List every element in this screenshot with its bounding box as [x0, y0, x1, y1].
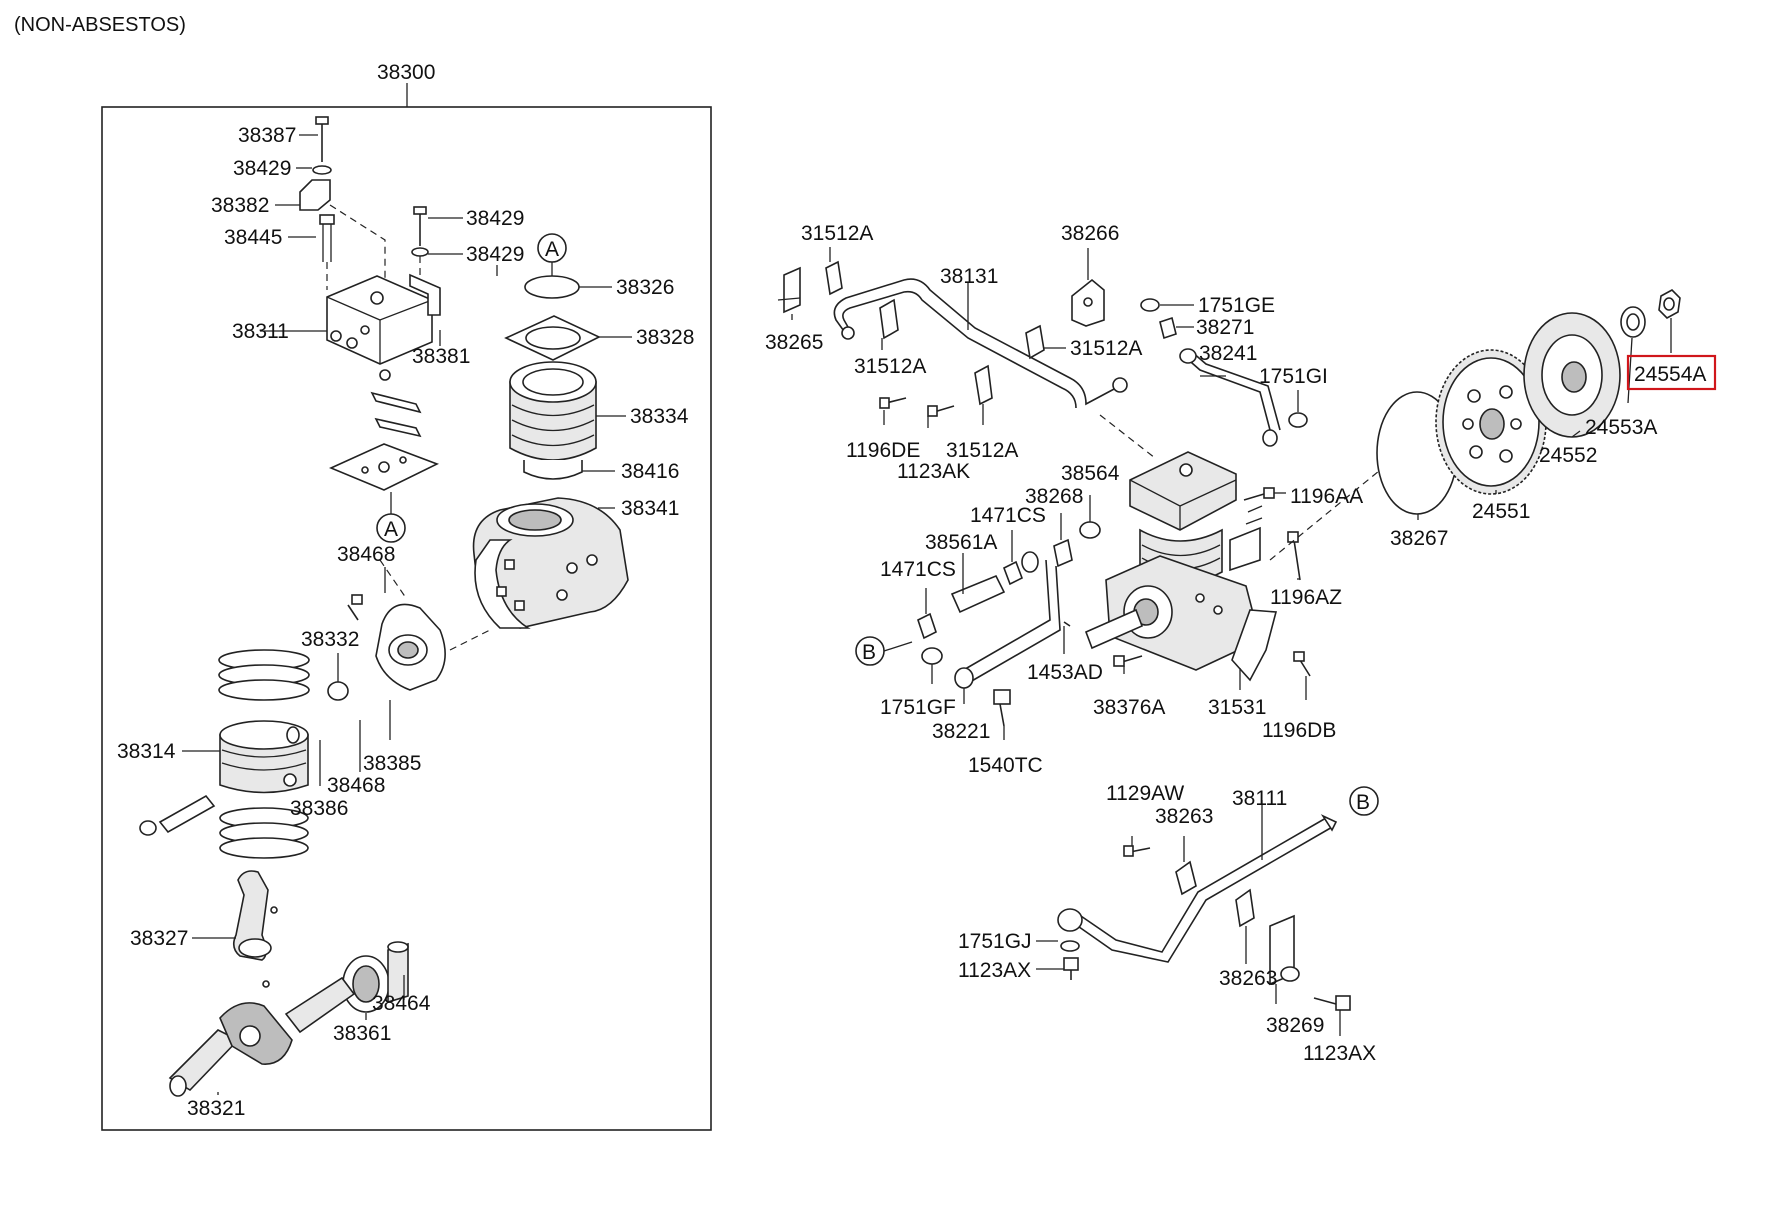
part-label[interactable]: 38241 — [1199, 342, 1257, 365]
ref-marker-a-top: A — [545, 238, 559, 261]
part-label[interactable]: 1123AX — [958, 959, 1031, 982]
ref-marker-a-bottom: A — [384, 518, 398, 541]
part-label[interactable]: 38266 — [1061, 222, 1119, 245]
part-label[interactable]: 38361 — [333, 1022, 391, 1045]
part-label[interactable]: 38445 — [224, 226, 282, 249]
drive-gear-parts — [1376, 289, 1681, 515]
part-label[interactable]: 38416 — [621, 460, 679, 483]
part-label[interactable]: 38263 — [1155, 805, 1213, 828]
part-label[interactable]: 1751GJ — [958, 930, 1032, 953]
part-label[interactable]: 24552 — [1539, 444, 1597, 467]
part-label[interactable]: 38267 — [1390, 527, 1448, 550]
part-label[interactable]: 1751GF — [880, 696, 956, 719]
part-label[interactable]: 38429 — [233, 157, 291, 180]
part-label[interactable]: 31531 — [1208, 696, 1266, 719]
ref-marker-b-left: B — [862, 641, 876, 664]
part-label[interactable]: 38564 — [1061, 462, 1120, 485]
part-label[interactable]: 1196DE — [846, 439, 920, 462]
part-label[interactable]: 38334 — [630, 405, 689, 428]
part-label[interactable]: 38321 — [187, 1097, 245, 1120]
part-label[interactable]: 1123AK — [897, 460, 970, 483]
non-asbestos-note: (NON-ABSESTOS) — [14, 14, 186, 36]
part-label[interactable]: 1129AW — [1106, 782, 1184, 805]
ref-marker-a-bottom-circle — [376, 513, 406, 543]
part-label[interactable]: 38468 — [327, 774, 385, 797]
part-label[interactable]: 1196AZ — [1270, 586, 1342, 609]
part-label[interactable]: 1471CS — [970, 504, 1046, 527]
left-assembly-parts — [139, 116, 629, 1097]
part-label[interactable]: 38332 — [301, 628, 359, 651]
part-label[interactable]: 38327 — [130, 927, 188, 950]
part-label[interactable]: 38271 — [1196, 316, 1254, 339]
part-label[interactable]: 1540TC — [968, 754, 1043, 777]
part-label[interactable]: 38111 — [1232, 787, 1287, 810]
part-label[interactable]: 38341 — [621, 497, 679, 520]
part-label[interactable]: 38326 — [616, 276, 674, 299]
part-label[interactable]: 1123AX — [1303, 1042, 1376, 1065]
part-label[interactable]: 24551 — [1472, 500, 1530, 523]
callout-labels: 38387 38429 38382 38445 38429 38429 3832… — [117, 124, 1717, 1120]
part-label[interactable]: 31512A — [801, 222, 873, 245]
part-label[interactable]: 38429 — [466, 207, 524, 230]
part-label[interactable]: 38269 — [1266, 1014, 1324, 1037]
part-label[interactable]: 1196DB — [1262, 719, 1336, 742]
part-label[interactable]: 38561A — [925, 531, 997, 554]
part-label[interactable]: 1453AD — [1027, 661, 1103, 684]
part-label[interactable]: 38387 — [238, 124, 296, 147]
lower-pipe-parts: B — [1057, 786, 1379, 1011]
part-label[interactable]: 38385 — [363, 752, 421, 775]
part-label[interactable]: 1751GI — [1259, 365, 1328, 388]
part-label[interactable]: 38468 — [337, 543, 395, 566]
highlight-box-24554a — [1626, 354, 1717, 391]
part-label[interactable]: 38221 — [932, 720, 990, 743]
part-label[interactable]: 38429 — [466, 243, 524, 266]
part-label[interactable]: 38381 — [412, 345, 470, 368]
right-assembly-parts: B — [777, 260, 1391, 727]
part-label[interactable]: 31512A — [1070, 337, 1142, 360]
part-label[interactable]: 38131 — [940, 265, 998, 288]
part-label[interactable]: 38268 — [1025, 485, 1083, 508]
part-label[interactable]: 1751GE — [1198, 294, 1275, 317]
assembly-label-38300[interactable]: 38300 — [377, 61, 435, 84]
part-label[interactable]: 38386 — [290, 797, 348, 820]
part-label[interactable]: 38265 — [765, 331, 823, 354]
part-label-highlighted[interactable]: 24554A — [1634, 363, 1706, 386]
ref-marker-b-right: B — [1356, 791, 1370, 814]
part-label[interactable]: 38263 — [1219, 967, 1277, 990]
part-label[interactable]: 38311 — [232, 320, 289, 343]
part-label[interactable]: 1196AA — [1290, 485, 1363, 508]
part-label[interactable]: 1471CS — [880, 558, 956, 581]
part-label[interactable]: 31512A — [854, 355, 926, 378]
part-label[interactable]: 24553A — [1585, 416, 1657, 439]
part-label[interactable]: 31512A — [946, 439, 1018, 462]
part-label[interactable]: 38376A — [1093, 696, 1165, 719]
part-label[interactable]: 38464 — [372, 992, 431, 1015]
part-label[interactable]: 38382 — [211, 194, 269, 217]
part-label[interactable]: 38328 — [636, 326, 694, 349]
part-label[interactable]: 38314 — [117, 740, 176, 763]
